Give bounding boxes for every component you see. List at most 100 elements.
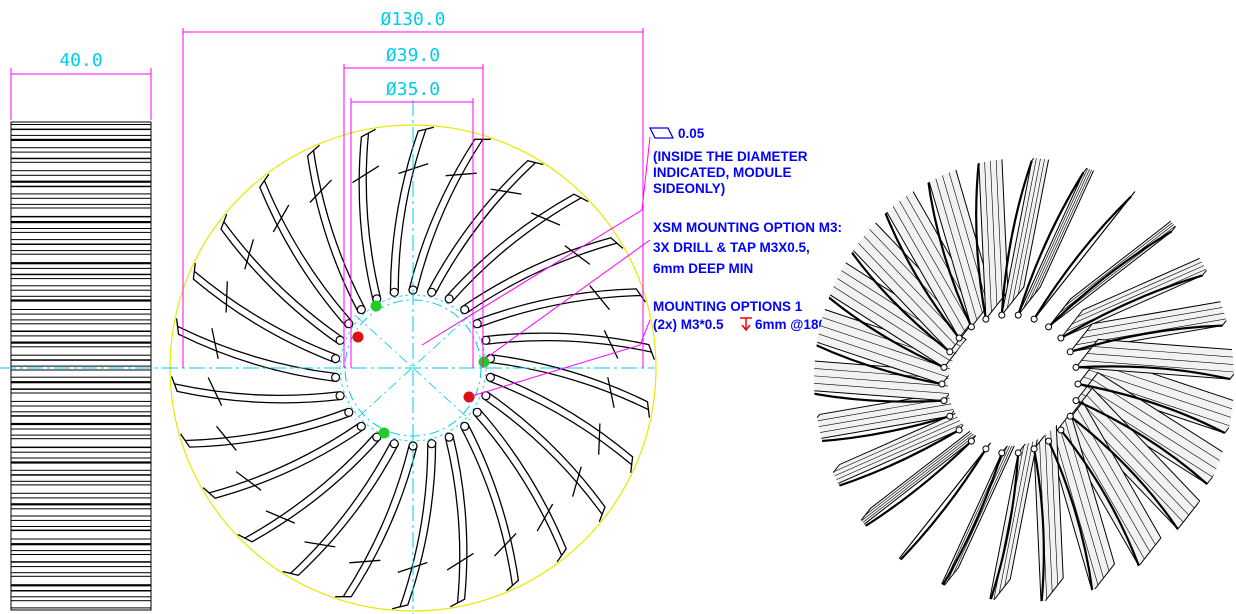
iso-fin-root bbox=[967, 323, 975, 331]
flatness-note-line-3: SIDEONLY) bbox=[653, 181, 725, 196]
xsm-note-line-1: XSM MOUNTING OPTION M3: bbox=[653, 220, 842, 235]
side-fin-stripe bbox=[11, 319, 151, 321]
side-fin-stripe bbox=[11, 185, 151, 188]
iso-fin-face bbox=[1075, 365, 1231, 381]
iso-fin-root bbox=[1074, 380, 1082, 388]
fin-root-lobe bbox=[472, 407, 482, 417]
fin-root-lobe bbox=[335, 391, 345, 401]
side-fin-stripe bbox=[11, 207, 151, 209]
iso-fin-root bbox=[1030, 315, 1038, 323]
option1-mounting-hole-1 bbox=[352, 331, 364, 343]
iso-fin-edge bbox=[818, 276, 950, 361]
side-fin-stripe bbox=[11, 151, 151, 153]
fin-root-lobe bbox=[460, 421, 470, 431]
iso-fin-root bbox=[967, 437, 975, 445]
side-fin-stripe bbox=[11, 250, 151, 252]
side-fin-stripe bbox=[11, 590, 151, 592]
side-fin-stripe bbox=[11, 365, 151, 367]
iso-fin-root bbox=[1045, 323, 1053, 331]
iso-fin-face bbox=[1033, 448, 1045, 602]
side-fin-stripe bbox=[11, 411, 151, 413]
mid-diameter-label: Ø39.0 bbox=[386, 45, 440, 66]
side-fin-stripe bbox=[11, 388, 151, 390]
side-fin-stripe bbox=[11, 405, 151, 407]
side-fin-stripe bbox=[11, 538, 151, 540]
iso-fin-edge bbox=[853, 433, 978, 530]
side-fin-stripe bbox=[11, 341, 151, 344]
iso-fin-edge bbox=[859, 426, 983, 523]
side-fin-stripe bbox=[11, 253, 151, 255]
fin-root-lobe bbox=[356, 305, 366, 315]
iso-fin-root bbox=[1014, 449, 1022, 457]
fin-branch bbox=[446, 552, 474, 571]
front-view: Ø130.0 Ø39.0 Ø35.0 bbox=[0, 9, 657, 614]
iso-fin-root bbox=[1066, 412, 1074, 420]
fin-branch bbox=[309, 179, 332, 203]
iso-fin-edge bbox=[1012, 158, 1044, 302]
iso-fin-edge bbox=[1086, 353, 1234, 366]
iso-fin-edge bbox=[1071, 415, 1151, 553]
radial-fin bbox=[473, 288, 646, 328]
fin-root-lobe bbox=[427, 439, 437, 449]
side-fin-stripe bbox=[11, 243, 151, 245]
side-fin-stripe bbox=[11, 438, 151, 440]
xsm-mounting-hole-1 bbox=[370, 300, 382, 312]
xsm-mounting-hole-3 bbox=[378, 427, 390, 439]
iso-fin-face bbox=[935, 452, 1003, 597]
iso-fin-root bbox=[998, 449, 1006, 457]
fin-root-lobe bbox=[485, 372, 495, 382]
side-fin-stripe bbox=[11, 313, 151, 315]
side-fin-stripe bbox=[11, 415, 151, 417]
iso-fin-face bbox=[1033, 195, 1132, 320]
inner-diameter-label: Ø35.0 bbox=[386, 79, 440, 100]
iso-fin-edge bbox=[995, 158, 1003, 299]
fin-branch bbox=[589, 285, 611, 311]
iso-fin-face bbox=[1077, 382, 1226, 434]
side-fin-stripe bbox=[11, 607, 151, 609]
side-fin-stripe bbox=[11, 480, 151, 482]
fin-branch bbox=[215, 425, 237, 451]
iso-fin-edge bbox=[1094, 362, 1234, 413]
xsm-leader-line bbox=[485, 239, 651, 359]
iso-fin-face bbox=[987, 452, 1020, 602]
iso-fin-edge bbox=[998, 438, 1030, 594]
side-fin-stripe bbox=[11, 508, 151, 510]
iso-fin-edge bbox=[1053, 434, 1099, 586]
fin-root-lobe bbox=[444, 432, 454, 442]
side-fin-stripe bbox=[11, 515, 151, 517]
iso-fin-edge bbox=[1023, 165, 1090, 309]
iso-fin-edge bbox=[822, 422, 965, 486]
isometric-view bbox=[814, 158, 1234, 602]
side-fin-stripe bbox=[11, 484, 151, 486]
iso-fin-edge bbox=[1077, 254, 1220, 318]
radial-fin bbox=[358, 128, 382, 302]
flatness-symbol-icon bbox=[648, 127, 675, 139]
option1-note-line-2b: 6mm @180° bbox=[755, 317, 831, 332]
fin-branch bbox=[225, 281, 228, 313]
option1-mounting-hole-2 bbox=[463, 391, 475, 403]
radial-fins bbox=[170, 126, 656, 610]
side-fin-stripe bbox=[11, 526, 151, 527]
iso-fin-edge bbox=[1028, 158, 1095, 302]
side-fin-stripe bbox=[11, 359, 151, 361]
fin-branch bbox=[207, 377, 223, 406]
side-fin-stripe bbox=[11, 457, 151, 459]
fin-branch bbox=[530, 212, 561, 226]
side-fin-stripe bbox=[11, 446, 151, 449]
iso-fin-face bbox=[1069, 324, 1223, 353]
fin-root-lobe bbox=[472, 319, 482, 329]
fin-root-lobe bbox=[331, 372, 341, 382]
iso-fin-face bbox=[1069, 415, 1179, 530]
iso-fin-edge bbox=[814, 381, 950, 394]
radial-fin bbox=[474, 407, 567, 563]
radial-fin bbox=[444, 434, 468, 608]
side-fin-stripe bbox=[11, 400, 151, 402]
iso-fin-edge bbox=[833, 408, 976, 472]
iso-fin-face bbox=[814, 334, 943, 386]
fin-root-lobe bbox=[356, 421, 366, 431]
iso-fin-face bbox=[1047, 230, 1173, 328]
radial-fin bbox=[306, 144, 366, 314]
iso-fin-face bbox=[1060, 429, 1140, 567]
side-fin-stripe bbox=[11, 369, 151, 371]
